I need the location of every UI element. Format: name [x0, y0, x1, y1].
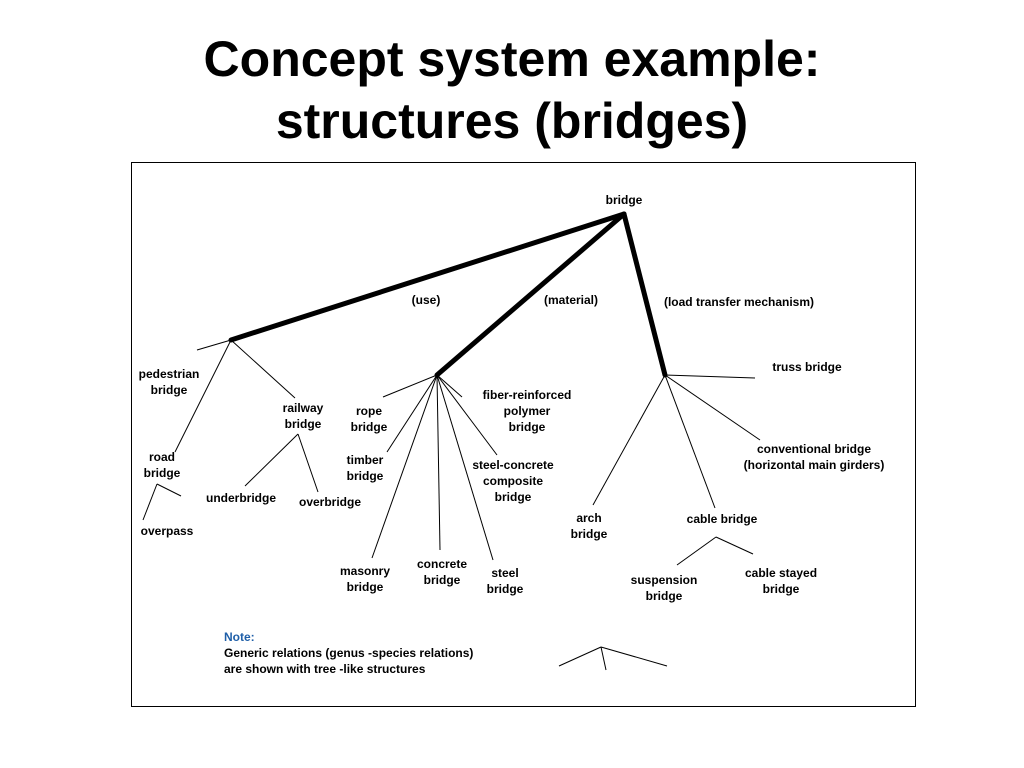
node-concrete-bridge: concrete bridge	[416, 557, 468, 587]
branch-load-transfer	[621, 211, 668, 378]
node-arch-bridge: arch bridge	[570, 511, 608, 541]
node-steel-concrete-bridge: steel-concrete composite bridge	[472, 458, 554, 504]
edge-material-fiber	[436, 374, 463, 398]
node-fiber-reinforced-bridge: fiber-reinforced polymer bridge	[482, 388, 572, 434]
edge-road-stub	[156, 483, 182, 497]
legend-tree-left	[558, 646, 602, 667]
edge-material-timber	[386, 374, 438, 453]
node-overbridge: overbridge	[298, 495, 362, 509]
node-underbridge: underbridge	[205, 491, 277, 505]
branch-use	[228, 211, 627, 343]
edge-railway-overbridge	[297, 433, 319, 493]
branch-material	[434, 211, 627, 378]
node-truss-bridge: truss bridge	[772, 360, 842, 374]
node-load-transfer: (load transfer mechanism)	[663, 295, 815, 309]
slide-title: Concept system example: structures (brid…	[0, 28, 1024, 152]
node-steel-bridge: steel bridge	[486, 566, 524, 596]
node-timber-bridge: timber bridge	[346, 453, 384, 483]
edge-material-masonry	[371, 374, 438, 559]
edge-material-steel	[436, 374, 494, 561]
title-line-1: Concept system example:	[203, 31, 821, 87]
edge-use-railway	[230, 339, 296, 399]
note-label: Note:	[224, 630, 255, 644]
node-bridge: bridge	[605, 193, 643, 207]
edge-cable-suspension	[676, 536, 717, 566]
node-road-bridge: road bridge	[143, 450, 181, 480]
node-use: (use)	[411, 293, 441, 307]
edge-railway-underbridge	[244, 433, 299, 487]
node-pedestrian-bridge: pedestrian bridge	[138, 367, 200, 397]
note-box: Note: Generic relations (genus -species …	[224, 629, 473, 677]
node-rope-bridge: rope bridge	[350, 404, 388, 434]
edge-use-stub	[196, 339, 232, 351]
edge-material-rope	[382, 374, 438, 398]
node-cable-bridge: cable bridge	[686, 512, 758, 526]
edge-load-truss	[664, 374, 756, 379]
node-overpass: overpass	[140, 524, 194, 538]
node-masonry-bridge: masonry bridge	[339, 564, 391, 594]
node-cable-stayed-bridge: cable stayed bridge	[744, 566, 818, 596]
edge-use-road	[174, 339, 232, 453]
title-line-2: structures (bridges)	[275, 93, 749, 149]
node-material: (material)	[543, 293, 599, 307]
node-suspension-bridge: suspension bridge	[630, 573, 698, 603]
note-text: Generic relations (genus -species relati…	[224, 646, 474, 676]
edge-cable-stayed	[715, 536, 754, 555]
edge-load-cable	[664, 374, 716, 509]
legend-tree-middle	[600, 646, 607, 671]
diagram-frame	[131, 162, 916, 707]
edge-material-concrete	[436, 374, 441, 551]
node-railway-bridge: railway bridge	[282, 401, 324, 431]
node-conventional-bridge: conventional bridge (horizontal main gir…	[743, 442, 885, 472]
edge-material-steel-concrete	[436, 374, 498, 456]
edge-load-arch	[592, 374, 666, 506]
edge-load-conventional	[664, 374, 761, 441]
edge-road-overpass	[142, 483, 158, 521]
legend-tree-right	[600, 646, 668, 667]
